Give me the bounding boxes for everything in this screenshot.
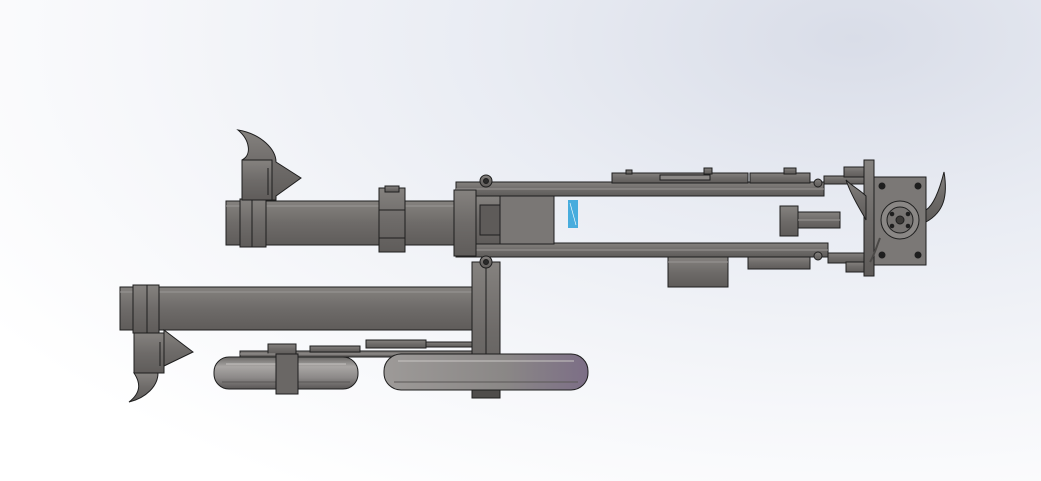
lower-boom xyxy=(119,284,477,334)
right-wheel xyxy=(383,353,589,391)
lower-bucket xyxy=(128,328,194,403)
upper-boom xyxy=(225,185,475,253)
upper-bucket xyxy=(236,129,302,201)
accent-label xyxy=(568,200,578,228)
left-wheel xyxy=(213,353,359,395)
parallel-arms xyxy=(453,167,841,288)
wrist-head xyxy=(823,159,946,277)
